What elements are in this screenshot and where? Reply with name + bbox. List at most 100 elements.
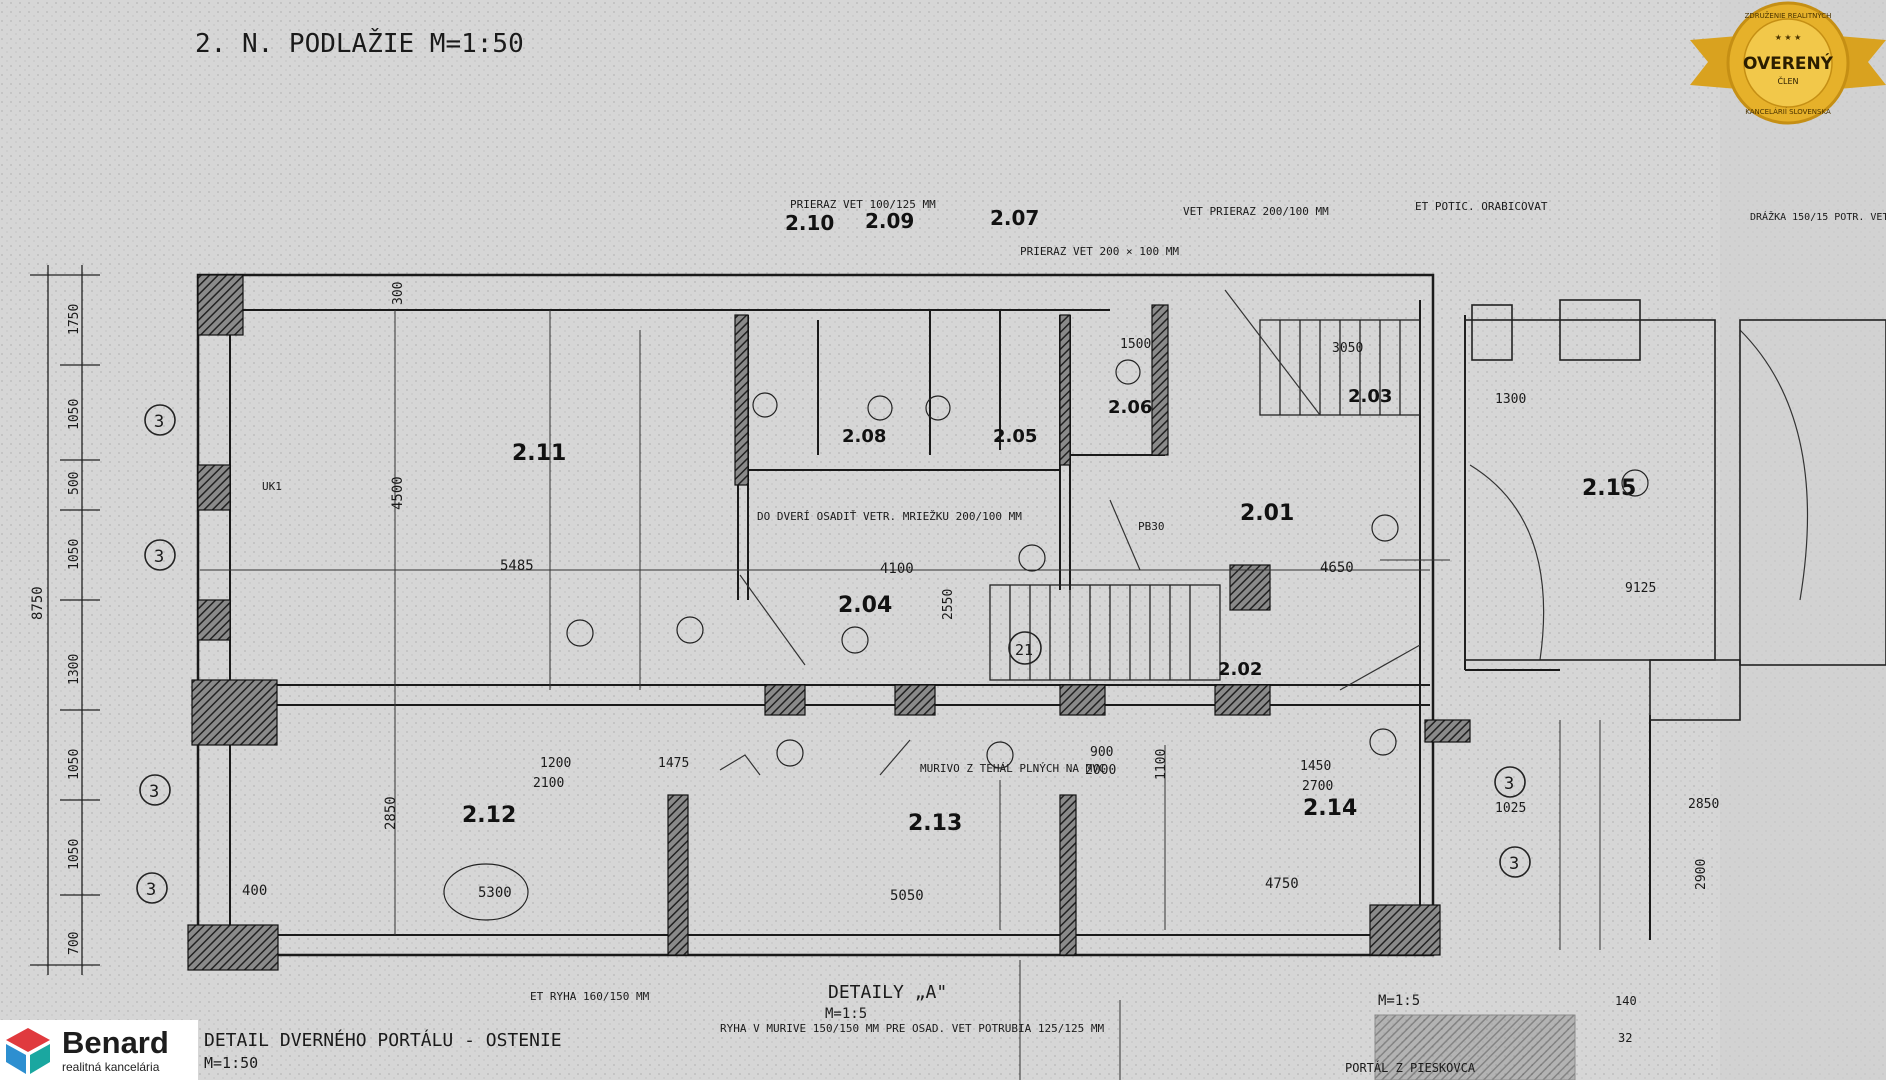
room-2-11: 2.11 bbox=[512, 441, 566, 466]
room-labels: 2.11 2.12 2.13 2.14 2.04 2.01 2.15 2.10 … bbox=[462, 206, 1636, 836]
note-detaily-scale: M=1:5 bbox=[825, 1006, 867, 1022]
verified-member-seal: ZDRUŽENIE REALITNÝCH KANCELÁRIÍ SLOVENSK… bbox=[1690, 1, 1886, 125]
note-m15: M=1:5 bbox=[1378, 993, 1420, 1009]
right-wing bbox=[1464, 299, 1886, 721]
dim-400: 400 bbox=[242, 883, 267, 899]
seal-main-text: OVERENÝ bbox=[1743, 52, 1834, 74]
dim-1050d: 1050 bbox=[67, 839, 82, 870]
note-140: 140 bbox=[1615, 994, 1637, 1008]
svg-text:3: 3 bbox=[154, 412, 164, 432]
axis-marker: 3 bbox=[144, 404, 176, 436]
dim-1300: 1300 bbox=[67, 654, 82, 685]
note-dracka: DRÁŽKA 150/15 POTR. VET 12 STRANU ORA bbox=[1750, 210, 1886, 223]
note-detail-scale: M=1:50 bbox=[204, 1054, 258, 1072]
dim-1100: 1100 bbox=[1154, 749, 1169, 780]
note-ryha: ET RYHA 160/150 MM bbox=[530, 990, 650, 1003]
note-et-potic: ET POTIC. ORABICOVAT bbox=[1415, 200, 1548, 213]
dim-1025: 1025 bbox=[1495, 801, 1526, 816]
room-2-10: 2.10 bbox=[785, 211, 834, 235]
dim-1500: 1500 bbox=[1120, 337, 1151, 352]
dim-2700: 2700 bbox=[1302, 779, 1333, 794]
note-prieraz-vet: PRIERAZ VET 200 × 100 MM bbox=[1020, 245, 1179, 258]
axis-marker: 3 bbox=[1499, 846, 1531, 878]
note-pb30: PB30 bbox=[1138, 520, 1165, 533]
svg-text:3: 3 bbox=[154, 547, 164, 567]
dim-1450: 1450 bbox=[1300, 759, 1331, 774]
left-dimension-chain bbox=[30, 265, 100, 975]
dim-5485: 5485 bbox=[500, 558, 534, 574]
svg-text:3: 3 bbox=[149, 782, 159, 802]
seal-sub-text: ČLEN bbox=[1777, 75, 1798, 86]
svg-text:21: 21 bbox=[1015, 641, 1033, 659]
room-2-13: 2.13 bbox=[908, 811, 962, 836]
room-2-07: 2.07 bbox=[990, 206, 1039, 230]
seal-ring-top: ZDRUŽENIE REALITNÝCH bbox=[1745, 11, 1832, 20]
dimension-labels: 300 4500 5485 4100 4650 5300 5050 4750 4… bbox=[242, 282, 1719, 904]
dim-8750: 8750 bbox=[30, 586, 46, 620]
dim-1050c: 1050 bbox=[67, 749, 82, 780]
dim-700: 700 bbox=[67, 932, 82, 955]
dim-1475: 1475 bbox=[658, 756, 689, 771]
dim-5300: 5300 bbox=[478, 885, 512, 901]
room-2-02: 2.02 bbox=[1218, 659, 1262, 680]
dim-300: 300 bbox=[391, 282, 406, 305]
left-dimension-labels: 8750 1750 1050 500 1050 1300 1050 1050 7… bbox=[30, 304, 82, 955]
room-2-04: 2.04 bbox=[838, 593, 892, 618]
room-2-03: 2.03 bbox=[1348, 386, 1392, 407]
misc-lines bbox=[200, 310, 1601, 1080]
room-2-08: 2.08 bbox=[842, 426, 886, 447]
room-2-12: 2.12 bbox=[462, 803, 516, 828]
plan-title: 2. N. PODLAŽIE M=1:50 bbox=[195, 27, 524, 59]
dim-2850: 2850 bbox=[383, 796, 399, 830]
section-markers bbox=[443, 359, 1649, 921]
note-ryha-murive: RYHA V MURIVE 150/150 MM PRE OSAD. VET P… bbox=[720, 1022, 1104, 1035]
dim-1300b: 1300 bbox=[1495, 392, 1526, 407]
seal-ring-bottom: KANCELÁRIÍ SLOVENSKA bbox=[1745, 107, 1831, 116]
room-2-01: 2.01 bbox=[1240, 501, 1294, 526]
note-do-dveri: DO DVERÍ OSADIŤ VETR. MRIEŽKU 200/100 MM bbox=[757, 510, 1022, 523]
dim-4100: 4100 bbox=[880, 561, 914, 577]
dim-500: 500 bbox=[67, 472, 82, 495]
room-2-15: 2.15 bbox=[1582, 476, 1636, 501]
note-portal: PORTÁL Z PIESKOVCA bbox=[1345, 1060, 1476, 1075]
svg-text:3: 3 bbox=[1504, 774, 1514, 794]
dim-4750: 4750 bbox=[1265, 876, 1299, 892]
dim-1750: 1750 bbox=[67, 304, 82, 335]
dim-2900: 2900 bbox=[1694, 859, 1709, 890]
axis-marker: 21 bbox=[1008, 631, 1042, 665]
note-detail-portalu: DETAIL DVERNÉHO PORTÁLU - OSTENIE bbox=[204, 1029, 562, 1051]
annotations: PRIERAZ VET 100/125 MM PRIERAZ VET 200 ×… bbox=[204, 198, 1886, 1075]
room-2-05: 2.05 bbox=[993, 426, 1037, 447]
dim-2000: 2000 bbox=[1085, 763, 1116, 778]
benard-logo-mark bbox=[6, 1028, 50, 1074]
axis-markers: 3 3 3 3 3 3 21 bbox=[136, 404, 1531, 904]
axis-marker: 3 bbox=[139, 774, 171, 806]
note-vet-prieraz: VET PRIERAZ 200/100 MM bbox=[1183, 205, 1329, 218]
staircase bbox=[989, 319, 1421, 681]
dim-5050: 5050 bbox=[890, 888, 924, 904]
note-32: 32 bbox=[1618, 1031, 1632, 1045]
door-swings bbox=[719, 289, 1809, 776]
dim-2850b: 2850 bbox=[1688, 797, 1719, 812]
dim-9125: 9125 bbox=[1625, 581, 1656, 596]
dim-2550: 2550 bbox=[941, 589, 956, 620]
dim-3050: 3050 bbox=[1332, 341, 1363, 356]
dim-1050b: 1050 bbox=[67, 539, 82, 570]
dim-4650: 4650 bbox=[1320, 560, 1354, 576]
axis-marker: 3 bbox=[144, 539, 176, 571]
benard-logo: Benard realitná kancelária bbox=[0, 1020, 198, 1080]
company-name: Benard bbox=[62, 1025, 169, 1060]
svg-text:3: 3 bbox=[146, 880, 156, 900]
axis-marker: 3 bbox=[1494, 766, 1526, 798]
note-prieraz-top: PRIERAZ VET 100/125 MM bbox=[790, 198, 936, 211]
room-2-14: 2.14 bbox=[1303, 796, 1357, 821]
star-icon: ★ ★ ★ bbox=[1775, 33, 1802, 42]
dim-4500: 4500 bbox=[390, 476, 406, 510]
note-uk1: UK1 bbox=[262, 480, 282, 493]
dim-1050a: 1050 bbox=[67, 399, 82, 430]
note-murivo: MURIVO Z TEHÁL PLNÝCH NA MVC bbox=[920, 762, 1105, 775]
company-subtitle: realitná kancelária bbox=[62, 1060, 160, 1074]
axis-marker: 3 bbox=[136, 872, 168, 904]
